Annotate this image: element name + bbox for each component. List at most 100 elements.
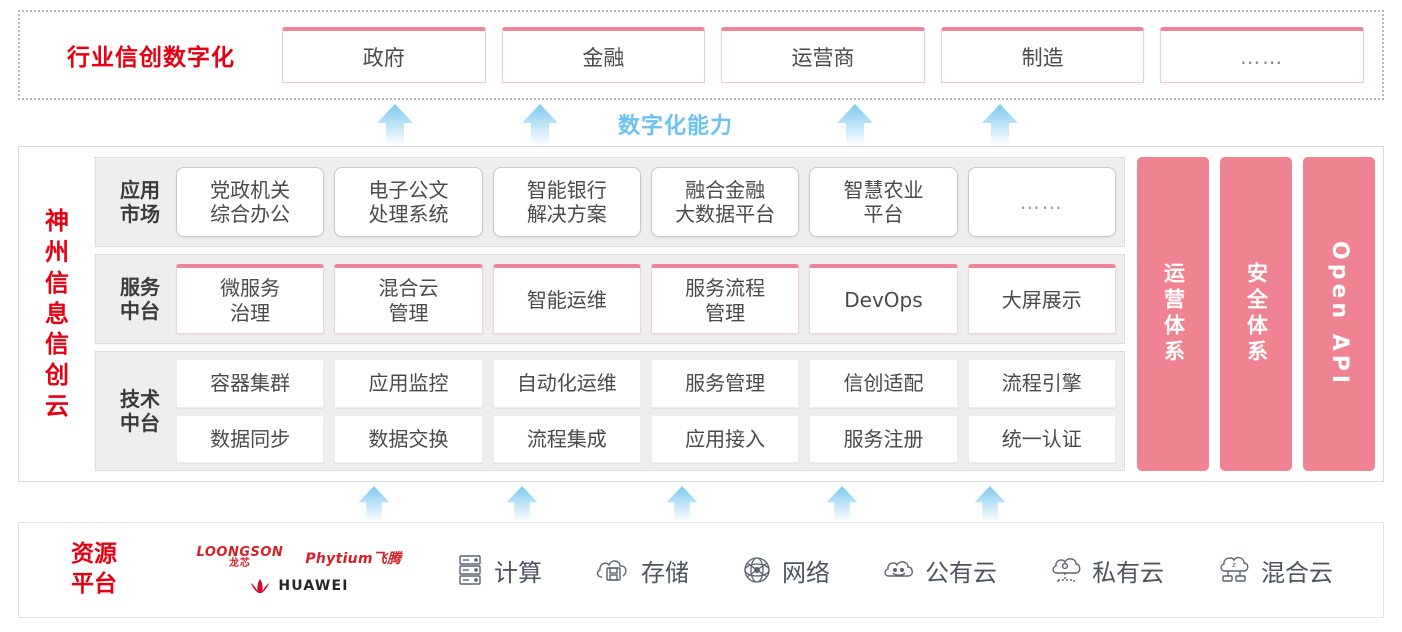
resource-title-line1: 资源	[71, 541, 117, 568]
cloud-title-char: 神	[45, 207, 69, 236]
resource-item-hybrid-cloud[interactable]: z 混合云	[1216, 553, 1333, 588]
layer-label-line1: 服务	[120, 275, 160, 299]
hybrid-cloud-icon: z	[1216, 555, 1252, 585]
layer-label-application-market: 应用 市场	[104, 178, 176, 226]
tech-cell-service-registry[interactable]: 服务注册	[809, 414, 958, 463]
resource-platform-container: 资源 平台 LOONGSON 龙芯 Phytium飞腾	[18, 522, 1384, 618]
cloud-title-char: 创	[45, 361, 69, 390]
huawei-flower-icon	[249, 578, 271, 594]
resource-item-label: 混合云	[1261, 558, 1333, 587]
resource-item-label: 公有云	[925, 558, 997, 587]
vendor-logo-list: LOONGSON 龙芯 Phytium飞腾 HUAWEI	[169, 546, 429, 594]
up-arrow-icon	[662, 486, 702, 522]
pillar-label: 安全体系	[1244, 262, 1269, 366]
cloud-storage-icon	[594, 555, 632, 585]
pillar-operations-system[interactable]: 运营体系	[1137, 157, 1209, 471]
tech-cell-data-exchange[interactable]: 数据交换	[334, 414, 483, 463]
tech-cell-unified-auth[interactable]: 统一认证	[967, 414, 1116, 463]
up-arrow-icon	[502, 486, 542, 522]
app-cell-smart-bank-solution[interactable]: 智能银行解决方案	[492, 167, 641, 237]
tech-cell-app-access[interactable]: 应用接入	[650, 414, 800, 463]
resource-item-label: 私有云	[1092, 558, 1164, 587]
up-arrow-icon	[822, 486, 862, 522]
service-cell-devops[interactable]: DevOps	[809, 264, 958, 334]
layer-label-tech-platform: 技术 中台	[104, 387, 176, 435]
vendor-logo-row-2: HUAWEI	[249, 578, 348, 594]
server-rack-icon	[455, 553, 485, 587]
public-cloud-icon	[882, 556, 916, 584]
resource-item-compute[interactable]: 计算	[455, 553, 542, 588]
service-cell-service-process-management[interactable]: 服务流程管理	[650, 264, 800, 334]
capability-arrow-gap: 数字化能力	[18, 100, 1384, 146]
tech-cell-xinchuang-adaptation[interactable]: 信创适配	[809, 359, 958, 408]
up-arrow-icon	[833, 104, 877, 146]
layer-label-line2: 中台	[120, 411, 160, 435]
resource-item-label: 计算	[494, 558, 542, 587]
app-cell-party-government-office[interactable]: 党政机关综合办公	[176, 167, 325, 237]
layer-label-line2: 市场	[120, 202, 160, 226]
layer-service-platform: 服务 中台 微服务治理 混合云管理 智能运维 服务流程管理 DevOps 大屏展…	[95, 254, 1125, 344]
service-cell-big-screen-display[interactable]: 大屏展示	[967, 264, 1116, 334]
industry-band: 行业信创数字化 政府 金融 运营商 制造 ……	[18, 10, 1384, 100]
resource-item-network[interactable]: 网络	[741, 553, 830, 588]
resource-item-private-cloud[interactable]: 私有云	[1049, 553, 1164, 588]
pillar-label: Open API	[1327, 240, 1352, 388]
app-cell-more[interactable]: ……	[967, 167, 1116, 237]
layer-label-line1: 技术	[120, 387, 160, 411]
loongson-logo: LOONGSON 龙芯	[197, 546, 284, 569]
cloud-layer-list: 应用 市场 党政机关综合办公 电子公文处理系统 智能银行解决方案 融合金融大数据…	[95, 155, 1125, 473]
pillar-security-system[interactable]: 安全体系	[1220, 157, 1292, 471]
tech-cell-container-cluster[interactable]: 容器集群	[176, 359, 325, 408]
service-cell-hybrid-cloud-management[interactable]: 混合云管理	[334, 264, 483, 334]
layer-label-service-platform: 服务 中台	[104, 275, 176, 323]
industry-cell-operator[interactable]: 运营商	[721, 27, 925, 83]
up-arrow-icon	[970, 486, 1010, 522]
cloud-title-char: 信	[45, 330, 69, 359]
resource-title-line2: 平台	[71, 571, 117, 597]
pillar-open-api[interactable]: Open API	[1303, 157, 1375, 471]
service-platform-cells: 微服务治理 混合云管理 智能运维 服务流程管理 DevOps 大屏展示	[176, 264, 1116, 334]
phytium-logo: Phytium飞腾	[305, 550, 402, 567]
svg-text:z: z	[1232, 561, 1236, 569]
resource-item-label: 网络	[782, 558, 830, 587]
huawei-logo: HUAWEI	[249, 578, 348, 594]
industry-cell-manufacturing[interactable]: 制造	[940, 27, 1145, 83]
tech-platform-cells: 容器集群 应用监控 自动化运维 服务管理 信创适配 流程引擎 数据同步 数据交换…	[176, 352, 1116, 470]
resource-arrow-gap	[18, 482, 1384, 522]
app-cell-edoc-system[interactable]: 电子公文处理系统	[334, 167, 483, 237]
industry-cell-government[interactable]: 政府	[282, 27, 486, 83]
service-cell-microservice-governance[interactable]: 微服务治理	[176, 264, 325, 334]
industry-cell-finance[interactable]: 金融	[501, 27, 706, 83]
tech-cell-service-management[interactable]: 服务管理	[650, 359, 800, 408]
network-mesh-icon	[741, 554, 773, 586]
pillar-list: 运营体系 安全体系 Open API	[1125, 155, 1375, 473]
up-arrow-icon	[518, 104, 562, 146]
industry-cell-more[interactable]: ……	[1160, 27, 1364, 83]
tech-cell-app-monitoring[interactable]: 应用监控	[334, 359, 483, 408]
industry-cell-list: 政府 金融 运营商 制造 ……	[282, 27, 1382, 83]
tech-cell-process-engine[interactable]: 流程引擎	[967, 359, 1116, 408]
tech-cell-data-sync[interactable]: 数据同步	[176, 414, 325, 463]
cloud-platform-title: 神 州 信 息 信 创 云	[19, 155, 95, 473]
up-arrow-icon	[373, 104, 417, 146]
cloud-platform-container: 神 州 信 息 信 创 云 应用 市场 党政机关综合办公 电子公文处理系统 智能…	[18, 146, 1384, 482]
cloud-title-char: 信	[45, 268, 69, 297]
layer-tech-platform: 技术 中台 容器集群 应用监控 自动化运维 服务管理 信创适配 流程引擎 数据同…	[95, 351, 1125, 471]
capability-label: 数字化能力	[618, 114, 734, 139]
tech-platform-row-2: 数据同步 数据交换 流程集成 应用接入 服务注册 统一认证	[176, 414, 1116, 463]
resource-item-storage[interactable]: 存储	[594, 553, 689, 588]
cloud-title-char: 云	[45, 391, 69, 420]
tech-cell-process-integration[interactable]: 流程集成	[492, 414, 641, 463]
tech-cell-automated-ops[interactable]: 自动化运维	[492, 359, 641, 408]
layer-label-line2: 中台	[120, 299, 160, 323]
service-cell-aiops[interactable]: 智能运维	[492, 264, 641, 334]
app-cell-fintech-bigdata-platform[interactable]: 融合金融大数据平台	[650, 167, 800, 237]
resource-item-list: 计算 存储	[429, 553, 1383, 588]
resource-platform-title: 资源 平台	[19, 540, 169, 600]
app-cell-smart-agriculture-platform[interactable]: 智慧农业平台	[809, 167, 958, 237]
loongson-logo-text-cn: 龙芯	[228, 558, 251, 569]
layer-application-market: 应用 市场 党政机关综合办公 电子公文处理系统 智能银行解决方案 融合金融大数据…	[95, 157, 1125, 247]
huawei-logo-text: HUAWEI	[278, 578, 349, 594]
resource-item-public-cloud[interactable]: 公有云	[882, 553, 997, 588]
